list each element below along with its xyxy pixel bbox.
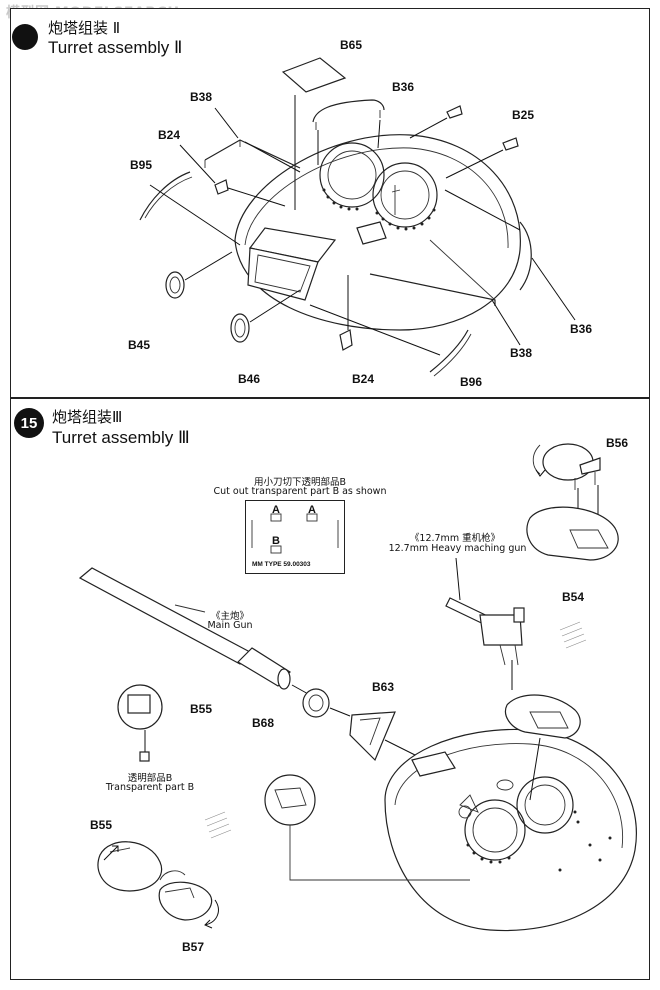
label-b24-left: B24 (158, 128, 181, 142)
label-b24-bottom: B24 (352, 372, 375, 386)
turret-hatch-right (516, 776, 574, 834)
part-b45 (165, 271, 185, 299)
part-b68-ring (302, 688, 330, 718)
gunner-sight (356, 221, 387, 245)
step-15-title-zh: 炮塔组装Ⅲ (52, 408, 123, 426)
part-b24-bottom-clip (339, 329, 353, 351)
part-b65-plate (281, 57, 347, 93)
part-b24-left-clip (214, 179, 229, 195)
label-b25: B25 (512, 108, 535, 122)
label-b36-top: B36 (392, 80, 415, 94)
part-b25-clip-a (446, 105, 463, 119)
gun-note-en: Main Gun (207, 620, 253, 631)
step-14-badge (12, 24, 38, 50)
label-b55-top: B55 (190, 702, 213, 716)
loader-hatch (372, 162, 438, 228)
label-b46: B46 (238, 372, 261, 386)
gun-note-zh: 《主炮》 (210, 611, 249, 622)
part-b96-curved-rail (429, 329, 469, 373)
turret-hatch-left (464, 799, 526, 861)
periscope-housing (264, 774, 316, 826)
cut-letter-a2: A (308, 504, 316, 516)
commander-hatch (319, 142, 385, 208)
label-b56: B56 (606, 436, 629, 450)
turret-body-inner (244, 147, 509, 249)
turret-front-block (411, 751, 456, 777)
label-b68: B68 (252, 716, 275, 730)
transparent-part-b (139, 751, 150, 762)
label-b36-right: B36 (570, 322, 593, 336)
hatch-rivets (322, 188, 436, 231)
main-gun-barrel (78, 567, 251, 665)
part-b25-clip-b (502, 137, 519, 151)
turret-rivets (466, 810, 612, 872)
transparent-note-en: Transparent part B (105, 782, 195, 793)
part-b36-top-rail (312, 99, 385, 123)
cut-note-zh: 用小刀切下透明部品B (253, 477, 347, 488)
mg-ring-mount (504, 694, 581, 739)
cut-note-en: Cut out transparent part B as shown (213, 486, 387, 497)
step-14-title-zh: 炮塔组装 Ⅱ (48, 19, 121, 37)
cut-template-marks (251, 513, 339, 554)
label-b96: B96 (460, 375, 483, 389)
cut-type-code: MM TYPE 59.00303 (252, 561, 311, 568)
label-b45: B45 (128, 338, 151, 352)
label-b38-top: B38 (190, 90, 213, 104)
hatch-texture (204, 621, 587, 839)
label-b57: B57 (182, 940, 205, 954)
part-b55-bottom (97, 841, 163, 892)
mg-note-zh: 《12.7mm 重机枪》 (409, 533, 501, 544)
label-b38-right: B38 (510, 346, 533, 360)
transparent-note-zh: 透明部品B (127, 773, 173, 784)
turret-top-outline (384, 728, 637, 932)
label-b55-bottom: B55 (90, 818, 113, 832)
label-b95: B95 (130, 158, 153, 172)
turret-body-outline (234, 134, 521, 331)
cut-letter-b: B (272, 535, 280, 547)
label-b63: B63 (372, 680, 395, 694)
cut-template-box: A A B MM TYPE 59.00303 (245, 500, 345, 574)
step-15-title-en: Turret assembly Ⅲ (52, 428, 190, 447)
part-b54-ring (526, 506, 619, 561)
part-b57 (158, 881, 213, 921)
part-b63-mantlet (349, 711, 396, 762)
part-b46 (230, 313, 250, 343)
cut-letter-a1: A (272, 504, 280, 516)
label-b54: B54 (562, 590, 585, 604)
heavy-machine-gun (445, 597, 525, 666)
step-15-badge: 15 (14, 408, 44, 438)
step-14-panel (10, 8, 650, 398)
mg-note-en: 12.7mm Heavy maching gun (388, 543, 527, 554)
part-b56-cupola (542, 443, 594, 481)
part-b36-right-rail (519, 221, 532, 291)
label-b65: B65 (340, 38, 363, 52)
step-14-title-en: Turret assembly Ⅱ (48, 38, 183, 57)
